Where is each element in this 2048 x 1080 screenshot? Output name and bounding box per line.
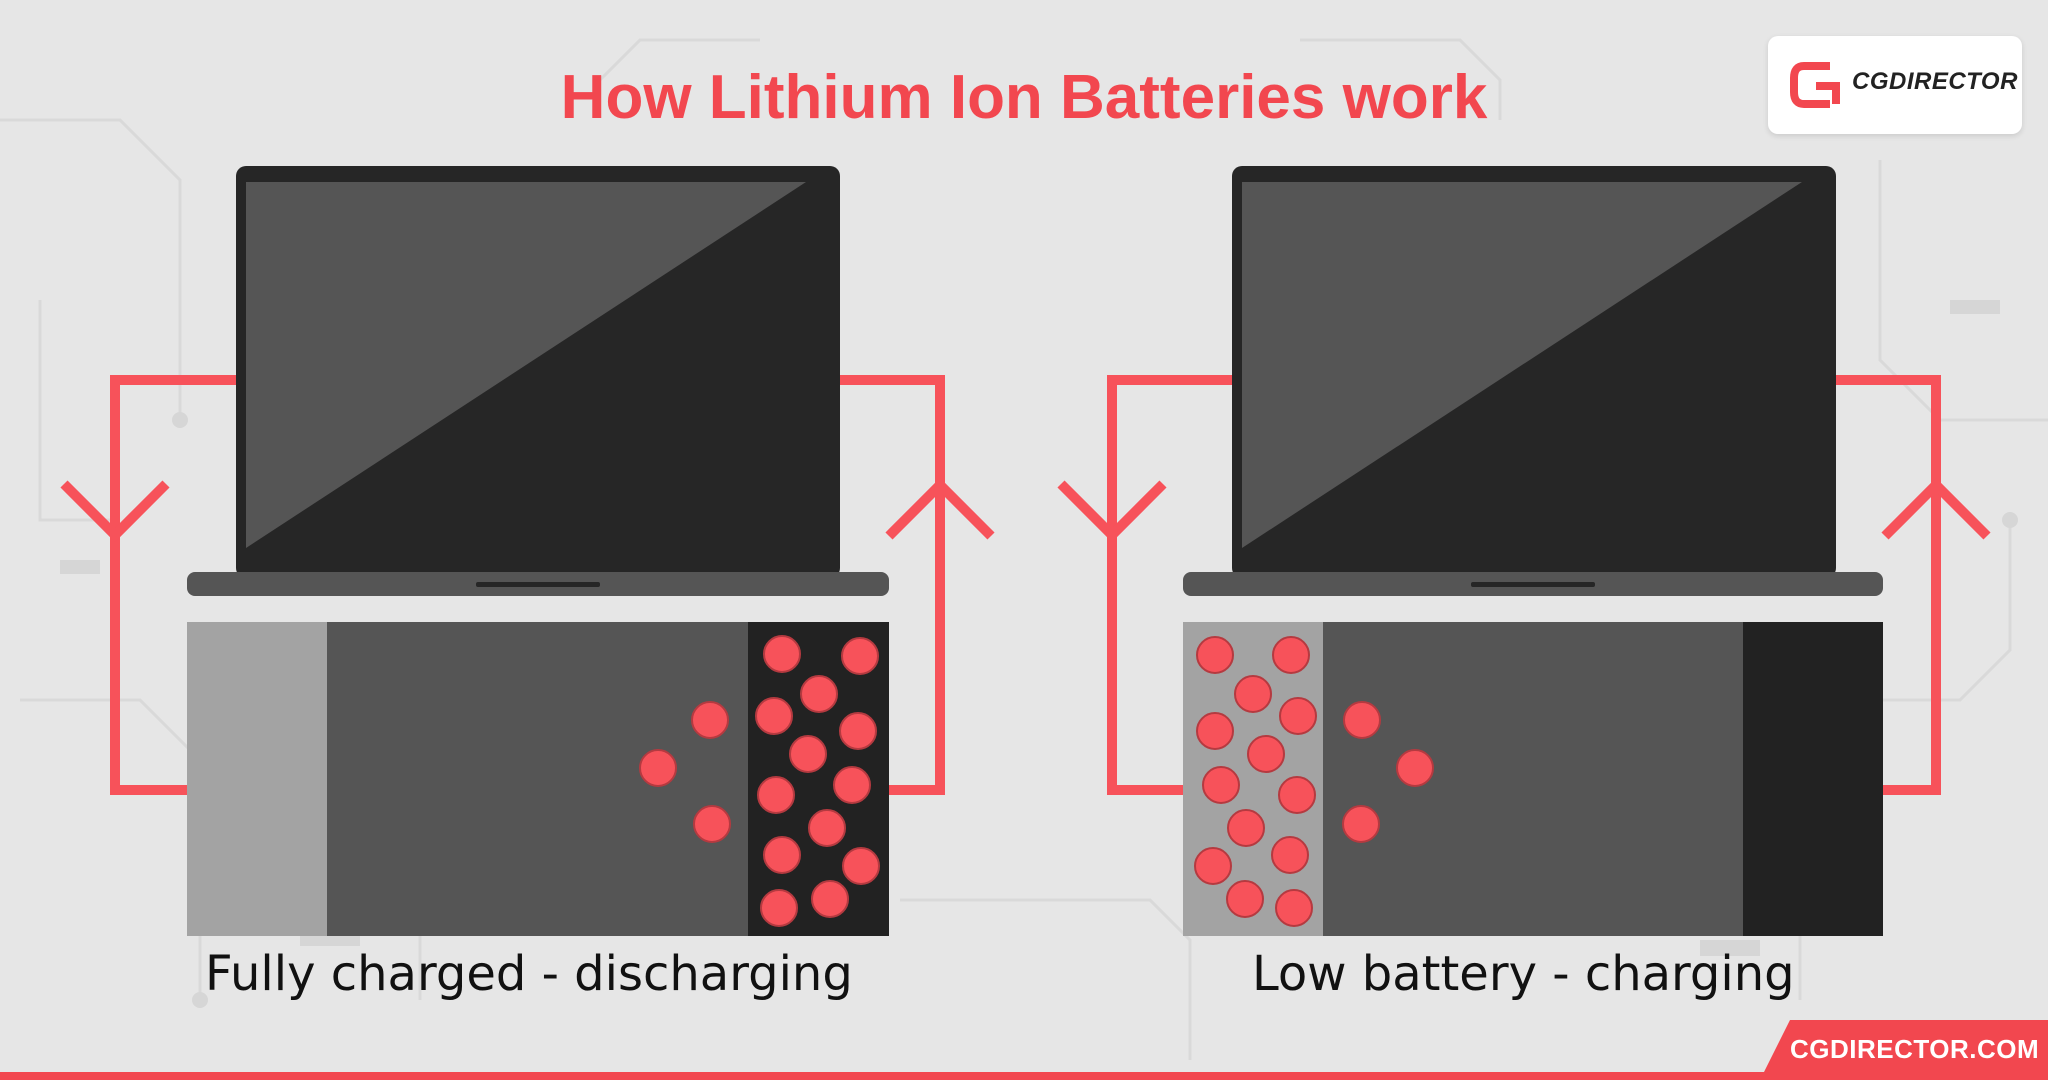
lithium-ion-icon <box>811 880 849 918</box>
lithium-ion-icon <box>1194 847 1232 885</box>
circuit-wire <box>1107 375 1941 795</box>
lithium-ion-icon <box>833 766 871 804</box>
laptop-icon <box>187 166 889 596</box>
lithium-ion-icon <box>639 749 677 787</box>
lithium-ion-icon <box>755 697 793 735</box>
lithium-ion-icon <box>1343 701 1381 739</box>
caption-discharging: Fully charged - discharging <box>205 946 853 1002</box>
lithium-ion-icon <box>839 712 877 750</box>
lithium-ion-icon <box>800 675 838 713</box>
arrow-icon <box>60 480 170 543</box>
lithium-ion-icon <box>763 635 801 673</box>
lithium-ion-icon <box>1342 805 1380 843</box>
footer-strip <box>0 1072 2048 1080</box>
lithium-ion-icon <box>1226 880 1264 918</box>
lithium-ion-icon <box>760 889 798 927</box>
lithium-ion-group <box>639 635 880 927</box>
lithium-ion-icon <box>1247 735 1285 773</box>
lithium-ion-icon <box>763 836 801 874</box>
lithium-ion-group <box>1194 636 1434 927</box>
lithium-ion-icon <box>1196 636 1234 674</box>
lithium-ion-icon <box>1202 766 1240 804</box>
lithium-ion-icon <box>1279 697 1317 735</box>
laptop-icon <box>1183 166 1883 596</box>
lithium-ion-icon <box>842 847 880 885</box>
battery-icon <box>187 622 889 936</box>
arrow-icon <box>1881 477 1991 540</box>
lithium-ion-icon <box>693 805 731 843</box>
circuit-wire <box>110 375 945 795</box>
lithium-ion-icon <box>1196 712 1234 750</box>
lithium-ion-icon <box>808 809 846 847</box>
lithium-ion-icon <box>789 735 827 773</box>
lithium-ion-icon <box>1271 836 1309 874</box>
lithium-ion-icon <box>1272 636 1310 674</box>
caption-charging: Low battery - charging <box>1252 946 1795 1002</box>
arrow-icon <box>885 477 995 540</box>
logo-text: CGDIRECTOR <box>1852 68 2018 95</box>
page-title: How Lithium Ion Batteries work <box>560 63 1488 132</box>
lithium-ion-icon <box>757 776 795 814</box>
lithium-ion-icon <box>1227 809 1265 847</box>
lithium-ion-icon <box>841 637 879 675</box>
cgdirector-logo-icon <box>1790 62 1840 108</box>
footer-url-link[interactable]: CGDIRECTOR.COM <box>1790 1034 2040 1064</box>
cgdirector-logo: CGDIRECTOR <box>1768 36 2022 134</box>
lithium-ion-icon <box>1278 776 1316 814</box>
lithium-ion-icon <box>1396 749 1434 787</box>
lithium-ion-icon <box>691 701 729 739</box>
lithium-ion-icon <box>1275 889 1313 927</box>
footer-tab <box>1760 1020 2048 1080</box>
lithium-ion-icon <box>1234 675 1272 713</box>
arrow-icon <box>1057 480 1167 543</box>
